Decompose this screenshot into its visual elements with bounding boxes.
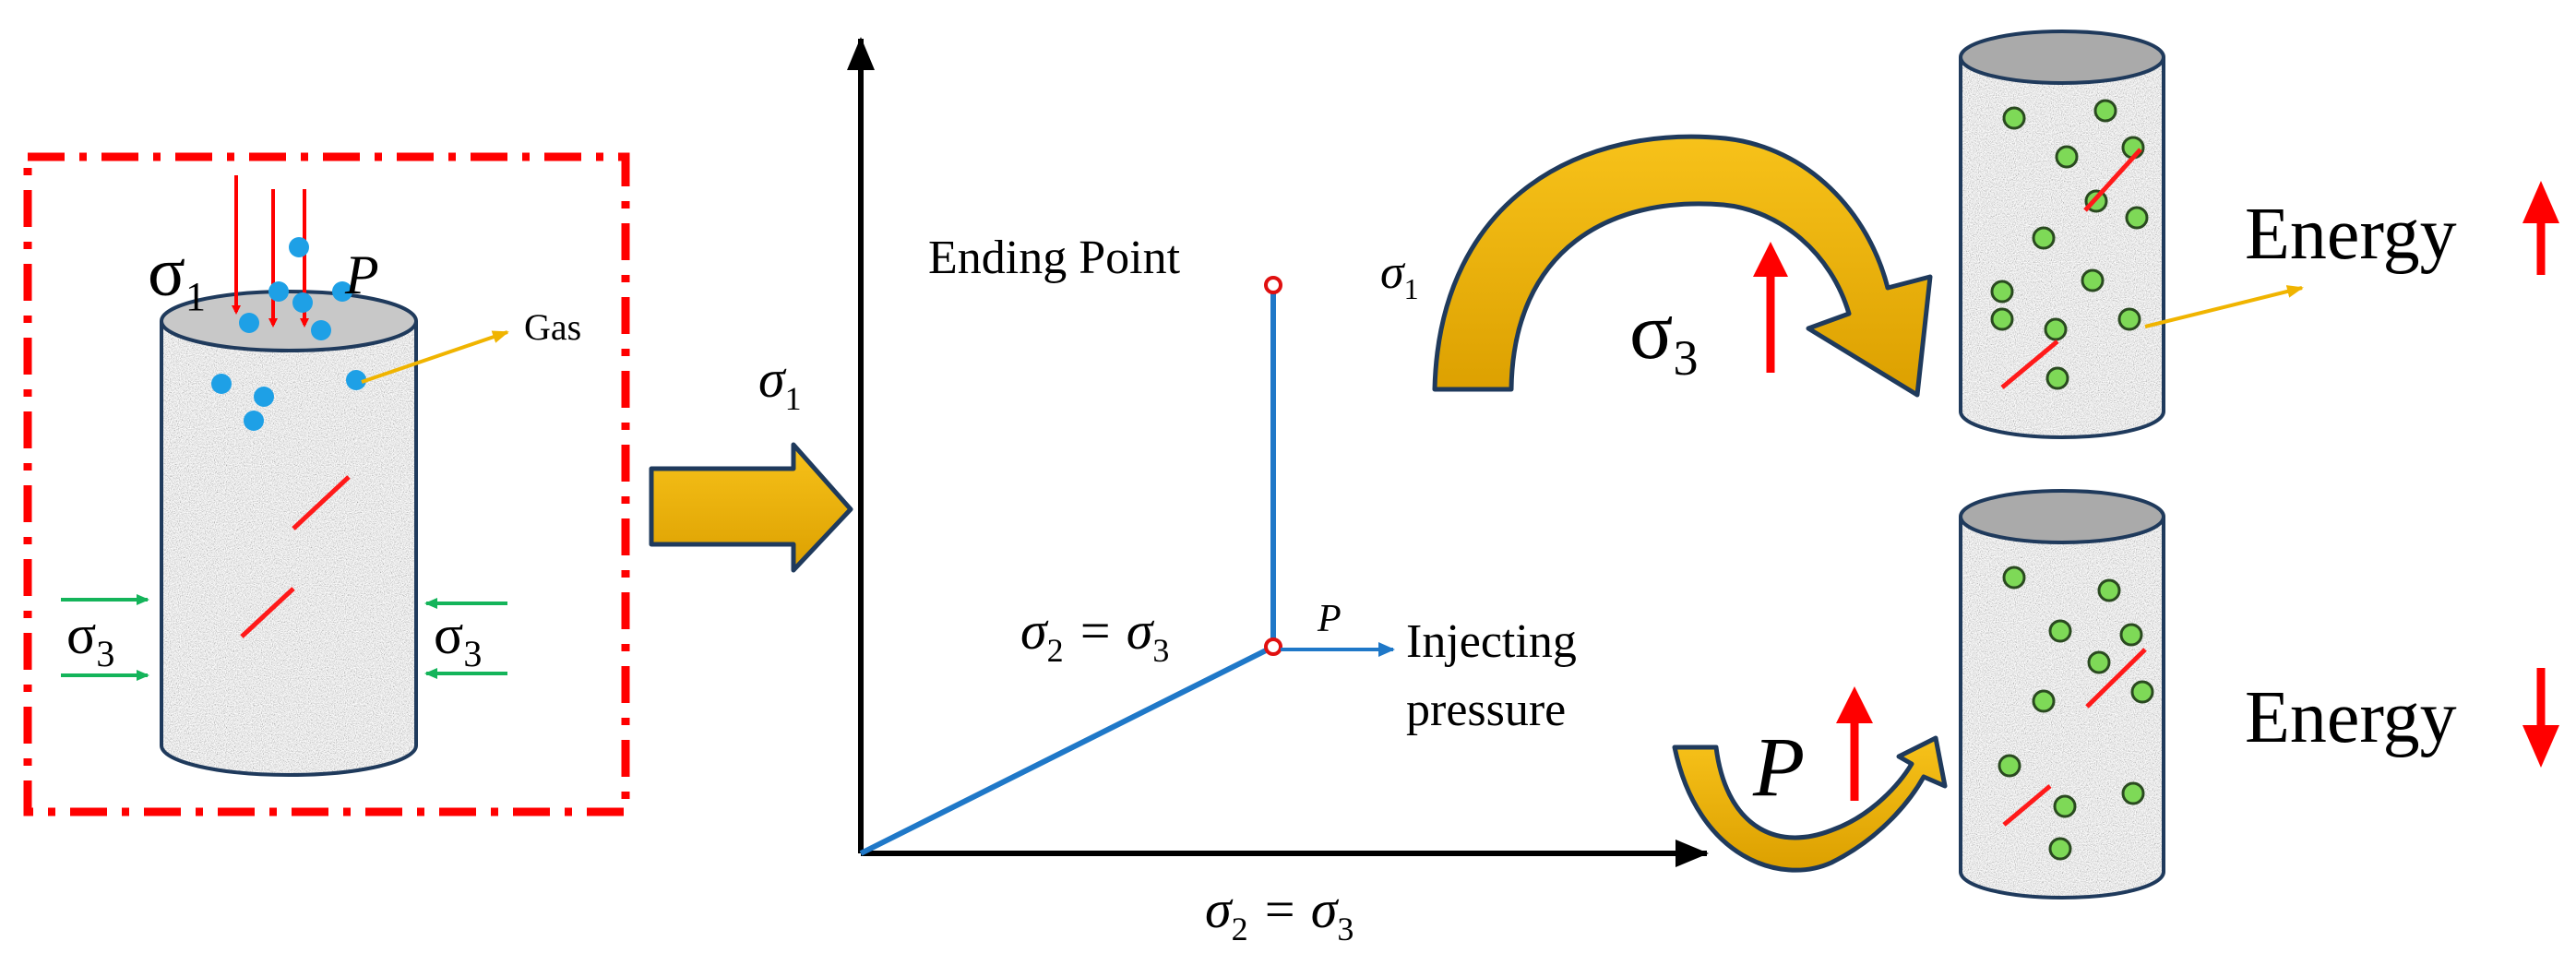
sigma3-arrows-right [424,598,507,679]
transition-arrow [649,442,853,573]
fractures [240,475,351,638]
sigma1-label: σ1 [148,233,206,319]
gas-particles-top [1990,99,2149,390]
ending-point-marker [1264,276,1282,294]
right-sigma3-label: σ3 [1629,287,1698,386]
energy-bottom-label: Energy [2245,677,2457,758]
sigma3-label-right: σ3 [434,604,482,674]
x-axis-label: σ2 = σ3 [1205,879,1354,947]
dash-dot-frame [23,152,630,816]
stress-path-graph: σ1 σ2 = σ3 Ending Point σ2 = σ3 P Inject… [758,37,1709,947]
right-bottom-scenario: P Energy [1672,489,2559,899]
injecting-label: Injecting [1406,615,1577,668]
curved-arrow-sigma3 [1432,134,1933,398]
p-large-label: P [1752,720,1805,814]
stress-state-label: σ2 = σ3 [1020,601,1169,669]
stress-state-point [1264,637,1282,656]
left-panel: Gas σ1 P σ3 σ3 [23,152,630,816]
gas-particles [211,237,366,431]
red-up-arrow-icon [1753,242,1788,373]
energy-top-label: Energy [2245,194,2457,275]
right-top-scenario: σ1 σ3 [1380,30,2559,439]
rock-sample-bottom [1959,489,2165,899]
fractures-top [2000,148,2142,389]
rock-sample-cylinder [160,290,418,777]
red-up-arrow-icon [1836,686,1873,801]
red-down-arrow-icon [2522,668,2559,768]
fractures-bottom [2002,648,2147,827]
sigma3-arrows-left [61,594,149,681]
pressure-word-label: pressure [1406,684,1566,736]
ending-point-label: Ending Point [928,232,1181,284]
pressure-label: P [344,244,379,305]
gas-particles-bottom [1998,566,2154,861]
red-up-arrow-icon [2522,181,2559,275]
curved-arrow-p [1672,735,1948,873]
gas-pointer-arrow [361,330,509,384]
right-sigma1-label: σ1 [1380,246,1419,305]
p-small-label: P [1317,598,1342,640]
energy-release-arrow [2144,285,2304,328]
gas-label: Gas [524,306,581,348]
load-path [859,285,1276,856]
rock-sample-top [1959,30,2165,439]
y-axis-label: σ1 [758,349,802,417]
sigma3-label-left: σ3 [66,604,114,674]
